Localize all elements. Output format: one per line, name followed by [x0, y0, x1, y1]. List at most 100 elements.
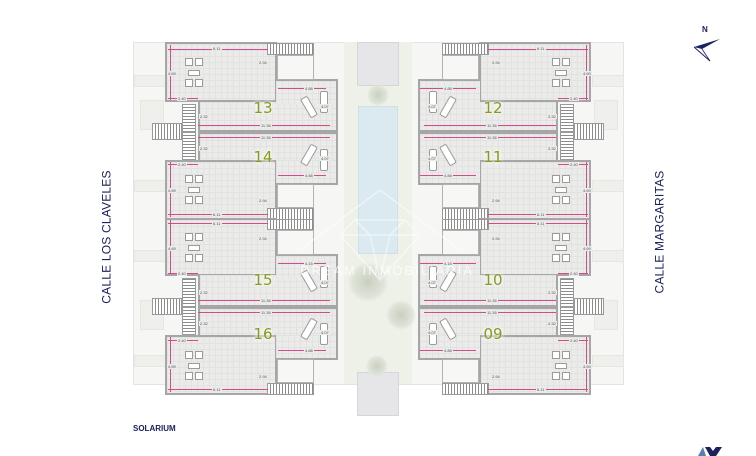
north-label: N [702, 25, 708, 34]
palm-tree-icon [348, 262, 388, 302]
dimension-label: 11.36 [486, 123, 498, 128]
table-icon [185, 79, 193, 87]
unit-number: 14 [253, 148, 273, 166]
dimension-label: 6.11 [212, 221, 222, 226]
unit-10-stair [442, 219, 489, 230]
table-icon [185, 58, 193, 66]
dimension-label: 2.40 [177, 271, 187, 276]
unit-11-courtyard [442, 184, 479, 208]
unit-10-main-terrace [479, 218, 591, 276]
unit-number: 15 [253, 271, 273, 289]
dimension-label: 4.88 [304, 173, 314, 178]
palm-tree-icon [367, 84, 389, 106]
dimension-label: 6.11 [536, 46, 546, 51]
dimension-label: 2.32 [199, 290, 209, 295]
unit-12-stair [442, 43, 489, 55]
dimension-label: 4.69 [167, 188, 177, 193]
parking-bay [134, 180, 166, 192]
dimension-label: 4.69 [167, 246, 177, 251]
table-icon [185, 372, 193, 380]
parking-bay [134, 250, 166, 262]
table-icon [185, 233, 193, 241]
dimension-label: 2.32 [547, 321, 557, 326]
exterior-stair [574, 298, 604, 315]
dimension-label: 4.69 [167, 364, 177, 369]
unit-13-main-terrace [165, 42, 277, 102]
parking-bay [134, 355, 166, 367]
sun-lounger-icon [320, 91, 328, 113]
dimension-label: 2.40 [569, 96, 579, 101]
table-icon [188, 70, 200, 76]
table-icon [562, 233, 570, 241]
dimension-label: 2.94 [258, 198, 268, 203]
dimension-label: 11.36 [486, 310, 498, 315]
dimension-label: 4.88 [443, 86, 453, 91]
table-icon [555, 187, 567, 193]
dimension-label: 11.36 [486, 135, 498, 140]
unit-15-side-stair [182, 278, 196, 307]
dimension-label: 4.88 [443, 173, 453, 178]
unit-number: 09 [483, 325, 503, 343]
table-icon [555, 70, 567, 76]
dimension-label: 4.88 [304, 86, 314, 91]
unit-14-courtyard [277, 184, 314, 208]
dimension-label: 2.94 [491, 236, 501, 241]
parking-bay [592, 180, 624, 192]
table-icon [552, 196, 560, 204]
table-icon [188, 187, 200, 193]
dimension-label: 4.07 [427, 330, 437, 335]
table-icon [555, 363, 567, 369]
table-icon [552, 351, 560, 359]
unit-14-side-stair [182, 132, 196, 160]
parking-bay [592, 250, 624, 262]
unit-16-courtyard [277, 359, 314, 383]
table-icon [195, 351, 203, 359]
dimension-label: 6.11 [212, 387, 222, 392]
dimension-label: 4.07 [427, 280, 437, 285]
unit-09-stair [442, 383, 489, 395]
dimension-label: 2.32 [547, 290, 557, 295]
dimension-label: 2.40 [569, 271, 579, 276]
unit-number: 12 [483, 99, 503, 117]
garden-pad-bottom [357, 372, 399, 416]
unit-13-side-stair [182, 104, 196, 132]
garden-pad-top [357, 42, 399, 86]
table-icon [552, 175, 560, 183]
unit-13-stair [267, 43, 314, 55]
dimension-label: 4.69 [582, 246, 592, 251]
unit-13-courtyard [277, 55, 314, 80]
dimension-label: 2.94 [258, 60, 268, 65]
dimension-label: 4.69 [582, 71, 592, 76]
table-icon [185, 351, 193, 359]
table-icon [185, 196, 193, 204]
unit-number: 11 [483, 148, 503, 166]
dimension-label: 2.32 [199, 321, 209, 326]
unit-12-side-stair [560, 104, 574, 132]
dimension-label: 4.88 [304, 348, 314, 353]
unit-number: 16 [253, 325, 273, 343]
dimension-label: 11.36 [260, 310, 272, 315]
dimension-label: 4.15 [304, 261, 314, 266]
table-icon [195, 196, 203, 204]
parking-bay [592, 75, 624, 87]
unit-15-stair [267, 219, 314, 230]
dimension-label: 2.94 [491, 198, 501, 203]
dimension-label: 2.32 [199, 146, 209, 151]
unit-12-courtyard [442, 55, 479, 80]
brand-logo-icon [698, 447, 722, 456]
street-label-left: CALLE LOS CLAVELES [99, 170, 114, 304]
unit-number: 13 [253, 99, 273, 117]
dimension-label: 4.07 [320, 280, 330, 285]
dimension-label: 2.32 [547, 146, 557, 151]
dimension-label: 4.07 [320, 104, 330, 109]
dimension-label: 6.11 [536, 221, 546, 226]
dimension-label: 4.69 [582, 188, 592, 193]
table-icon [562, 58, 570, 66]
unit-09-side-stair [560, 307, 574, 335]
unit-10-courtyard [442, 230, 479, 255]
unit-11-side-stair [560, 132, 574, 160]
dimension-label: 11.36 [260, 135, 272, 140]
dimension-label: 4.69 [167, 71, 177, 76]
watermark-text: DREAM INMOBILIARIA [300, 263, 474, 278]
dimension-label: 2.40 [177, 96, 187, 101]
